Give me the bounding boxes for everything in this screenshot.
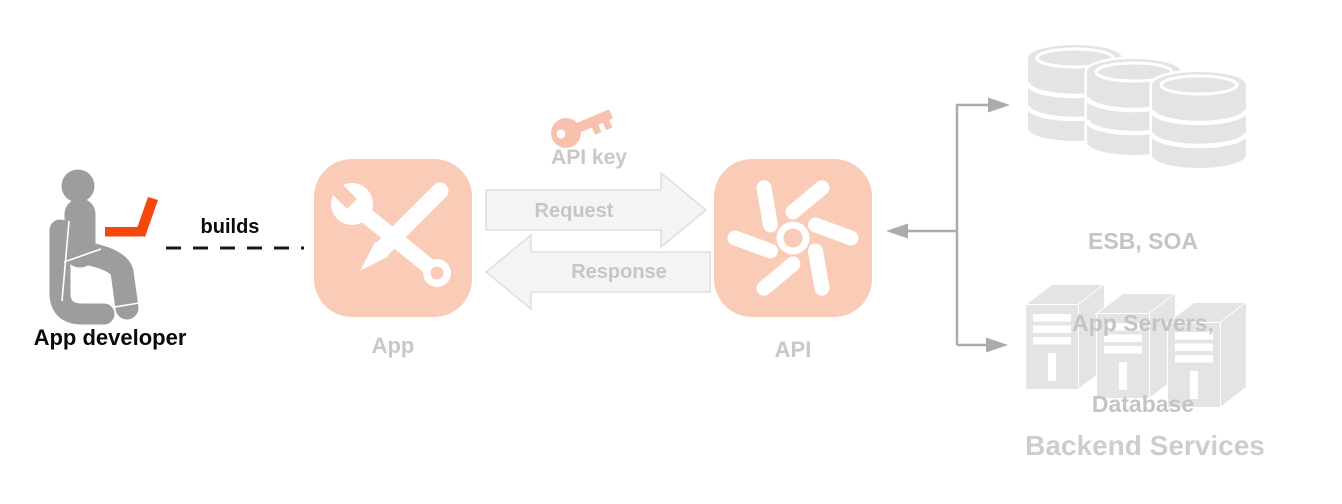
gear-spokes [727, 180, 859, 296]
server-tower [1165, 300, 1249, 410]
laptop-icon [105, 197, 158, 237]
app-developer-label: App developer [33, 325, 187, 350]
response-label: Response [571, 261, 667, 283]
request-label: Request [534, 200, 614, 222]
builds-label: builds [200, 216, 260, 238]
esb-label-line3: Database [1091, 391, 1195, 417]
arrowhead-to-servers [986, 337, 1008, 353]
chair-shape [49, 219, 115, 325]
hip-gap-line [63, 248, 102, 263]
db-stack [1149, 69, 1249, 171]
gear-hub-hole [783, 228, 803, 248]
leg-shape [66, 240, 139, 320]
app-developer-icon [49, 169, 158, 325]
esb-label-line1: ESB, SOA [1088, 228, 1198, 255]
response-arrow [484, 233, 711, 311]
head-shape [61, 169, 95, 203]
arrowhead-to-database [988, 97, 1010, 113]
api-key-label: API key [551, 146, 627, 169]
esb-label: ESB, SOA App Servers, Database [1038, 174, 1248, 472]
pencil-icon [360, 182, 449, 271]
backend-services-label: Backend Services [1025, 430, 1265, 461]
server-tower [1094, 291, 1178, 401]
backend-connector [886, 97, 1010, 353]
arrowhead-to-api [886, 223, 908, 239]
esb-label-line2: App Servers, [1072, 309, 1214, 336]
api-icon [714, 159, 872, 317]
server-towers-icon [1023, 282, 1249, 410]
app-icon [314, 159, 472, 317]
request-arrow [485, 171, 708, 249]
ankle-gap-line [114, 302, 140, 308]
app-label: App [371, 333, 415, 358]
api-key-icon [551, 109, 613, 148]
api-label: API [774, 337, 812, 362]
database-cylinders-icon [1025, 42, 1249, 171]
